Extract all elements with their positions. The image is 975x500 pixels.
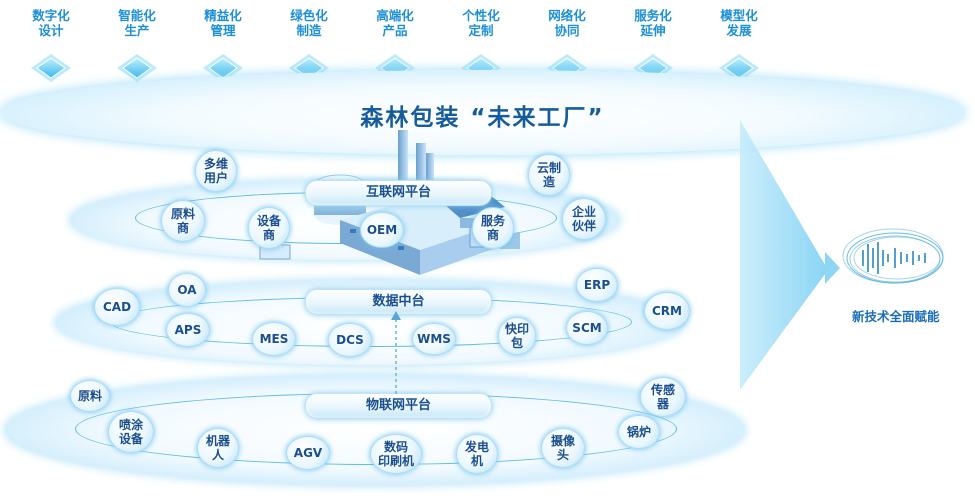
top-label-service-extension: 服务化 延伸 xyxy=(634,8,672,38)
node-camera: 摄像 头 xyxy=(541,428,585,468)
page-title: 森林包装 “未来工厂” xyxy=(360,105,605,131)
node-boiler: 锅炉 xyxy=(618,415,660,449)
node-quick-print: 快印 包 xyxy=(498,317,536,355)
node-oem: OEM xyxy=(360,212,404,248)
node-aps: APS xyxy=(166,313,210,347)
chip-icon xyxy=(117,54,157,82)
node-wms: WMS xyxy=(412,323,456,355)
node-generator: 发电 机 xyxy=(456,434,498,474)
iot-platform: 物联网平台 xyxy=(305,393,492,419)
node-scm: SCM xyxy=(566,311,608,345)
top-ring xyxy=(0,70,965,155)
node-equipment-supplier: 设备 商 xyxy=(248,207,290,249)
node-crm: CRM xyxy=(644,292,690,330)
node-oa: OA xyxy=(168,273,206,307)
chip-icon xyxy=(31,54,71,82)
top-label-green-manufacturing: 绿色化 制造 xyxy=(290,8,328,38)
side-funnel xyxy=(740,120,840,390)
right-label: 新技术全面赋能 xyxy=(852,309,940,324)
top-label-model-development: 模型化 发展 xyxy=(720,8,758,38)
node-erp: ERP xyxy=(576,268,618,302)
node-mes: MES xyxy=(252,322,296,356)
technology-icon xyxy=(842,228,944,284)
node-cad: CAD xyxy=(94,288,140,326)
internet-platform: 互联网平台 xyxy=(305,180,492,206)
node-service-supplier: 服务 商 xyxy=(472,207,514,249)
connector-arrow xyxy=(391,311,401,394)
chip-icon xyxy=(203,54,243,82)
top-label-smart-production: 智能化 生产 xyxy=(118,8,156,38)
top-label-high-end-product: 高端化 产品 xyxy=(376,8,414,38)
data-platform: 数据中台 xyxy=(305,289,492,315)
node-robot: 机器 人 xyxy=(197,428,239,468)
node-sensor: 传感 器 xyxy=(640,377,686,417)
node-cloud-manufacturing: 云制 造 xyxy=(528,154,570,196)
node-raw-supplier: 原料 商 xyxy=(161,200,205,242)
top-label-custom-made: 个性化 定制 xyxy=(462,8,500,38)
node-agv: AGV xyxy=(286,436,330,470)
node-digital-press: 数码 印刷机 xyxy=(370,434,422,474)
node-enterprise-partner: 企业 伙伴 xyxy=(562,198,606,240)
node-dcs: DCS xyxy=(328,323,372,357)
node-raw-material: 原料 xyxy=(70,380,110,412)
top-label-network-collaboration: 网络化 协同 xyxy=(548,8,586,38)
node-spray-equipment: 喷涂 设备 xyxy=(108,411,154,453)
top-label-digital-design: 数字化 设计 xyxy=(32,8,70,38)
node-multi-user: 多维 用户 xyxy=(195,150,237,192)
top-label-lean-management: 精益化 管理 xyxy=(204,8,242,38)
